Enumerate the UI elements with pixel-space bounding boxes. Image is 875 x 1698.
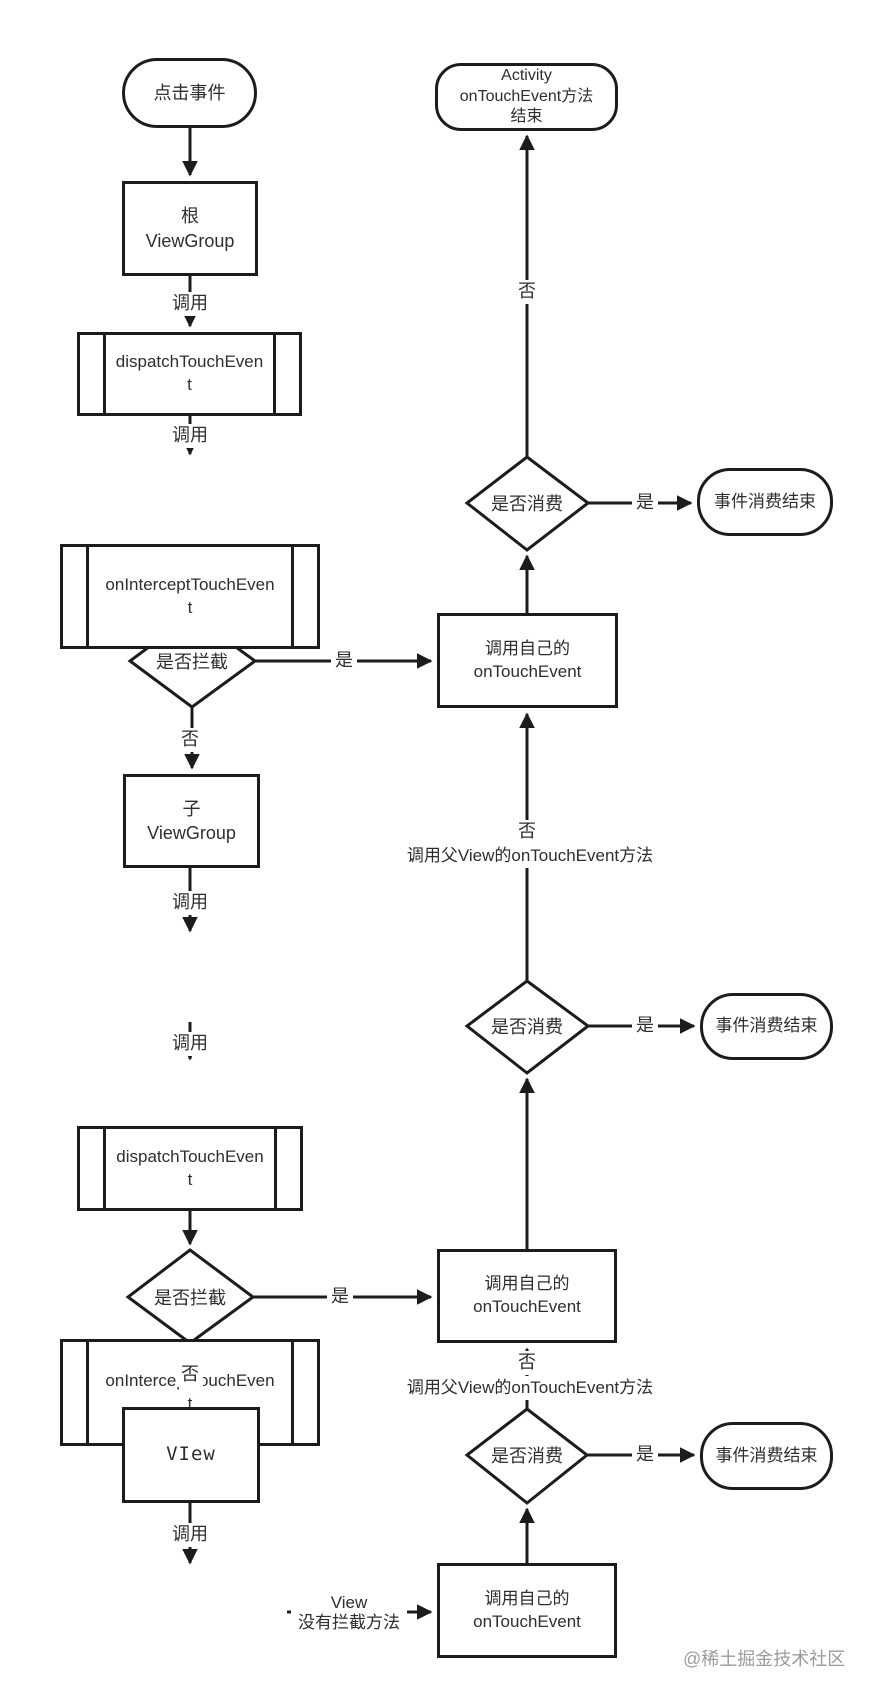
edge-label-no-4: 否 bbox=[514, 820, 540, 844]
decision-is-consume-2 bbox=[464, 979, 591, 1075]
on-intercept-touch-event-node-1: onInterceptTouchEven t bbox=[60, 544, 320, 649]
edge-label-call-3: 调用 bbox=[169, 891, 211, 915]
edge-label-yes-2: 是 bbox=[327, 1285, 353, 1309]
activity-ontouchevent-end-node: Activity onTouchEvent方法 结束 bbox=[435, 63, 618, 131]
is-consume-label-1: 是否消费 bbox=[491, 494, 563, 514]
edge-label-call-5: 调用 bbox=[169, 1523, 211, 1547]
event-consumed-end-node-1: 事件消费结束 bbox=[697, 468, 833, 536]
edge-label-yes-5: 是 bbox=[632, 1443, 658, 1467]
on-intercept-touch-event-node-2: onInterceptTouchEven t bbox=[60, 1339, 320, 1446]
dispatch-touch-event-node-1: dispatchTouchEven t bbox=[77, 332, 302, 416]
dispatch-touch-event-label: dispatchTouchEven t bbox=[116, 1146, 264, 1189]
child-viewgroup-node: 子 ViewGroup bbox=[123, 774, 260, 868]
own-ontouchevent-node-1: 调用自己的 onTouchEvent bbox=[437, 613, 618, 708]
edge-label-no-2: 否 bbox=[177, 1363, 203, 1387]
event-consumed-end-node-3: 事件消费结束 bbox=[700, 1422, 833, 1490]
call-parent-ontouchevent-note-2: 调用父View的onTouchEvent方法 bbox=[388, 1376, 672, 1400]
is-intercept-label-2: 是否拦截 bbox=[154, 1288, 226, 1308]
own-ontouchevent-node-3: 调用自己的 onTouchEvent bbox=[437, 1563, 617, 1658]
watermark: @稀土掘金技术社区 bbox=[683, 1649, 846, 1669]
edge-label-call-1: 调用 bbox=[169, 292, 211, 316]
edge-label-no-1: 否 bbox=[177, 728, 203, 752]
is-intercept-label-1: 是否拦截 bbox=[156, 652, 228, 672]
edge-label-call-2: 调用 bbox=[169, 424, 211, 448]
edge-label-no-5: 否 bbox=[514, 1351, 540, 1375]
view-no-intercept-note: View 没有拦截方法 bbox=[291, 1588, 407, 1638]
dispatch-touch-event-node-2: dispatchTouchEven t bbox=[77, 1126, 303, 1211]
start-node: 点击事件 bbox=[122, 58, 257, 128]
is-consume-label-2: 是否消费 bbox=[491, 1017, 563, 1037]
view-node: VIew bbox=[122, 1407, 260, 1503]
event-consumed-end-node-2: 事件消费结束 bbox=[700, 993, 833, 1060]
on-intercept-touch-event-label: onInterceptTouchEven t bbox=[105, 574, 275, 617]
edge-label-call-4: 调用 bbox=[169, 1032, 211, 1056]
is-consume-label-3: 是否消费 bbox=[491, 1446, 563, 1466]
edge-label-yes-4: 是 bbox=[632, 1014, 658, 1038]
own-ontouchevent-node-2: 调用自己的 onTouchEvent bbox=[437, 1249, 617, 1343]
root-viewgroup-node: 根 ViewGroup bbox=[122, 181, 258, 276]
edge-label-yes-3: 是 bbox=[632, 491, 658, 515]
call-parent-ontouchevent-note-1: 调用父View的onTouchEvent方法 bbox=[388, 844, 672, 868]
edge-label-yes-1: 是 bbox=[331, 649, 357, 673]
decision-is-consume-1 bbox=[464, 455, 591, 552]
decision-is-consume-3 bbox=[464, 1407, 590, 1505]
dispatch-touch-event-label: dispatchTouchEven t bbox=[115, 352, 264, 394]
edge-label-no-3: 否 bbox=[514, 280, 540, 304]
